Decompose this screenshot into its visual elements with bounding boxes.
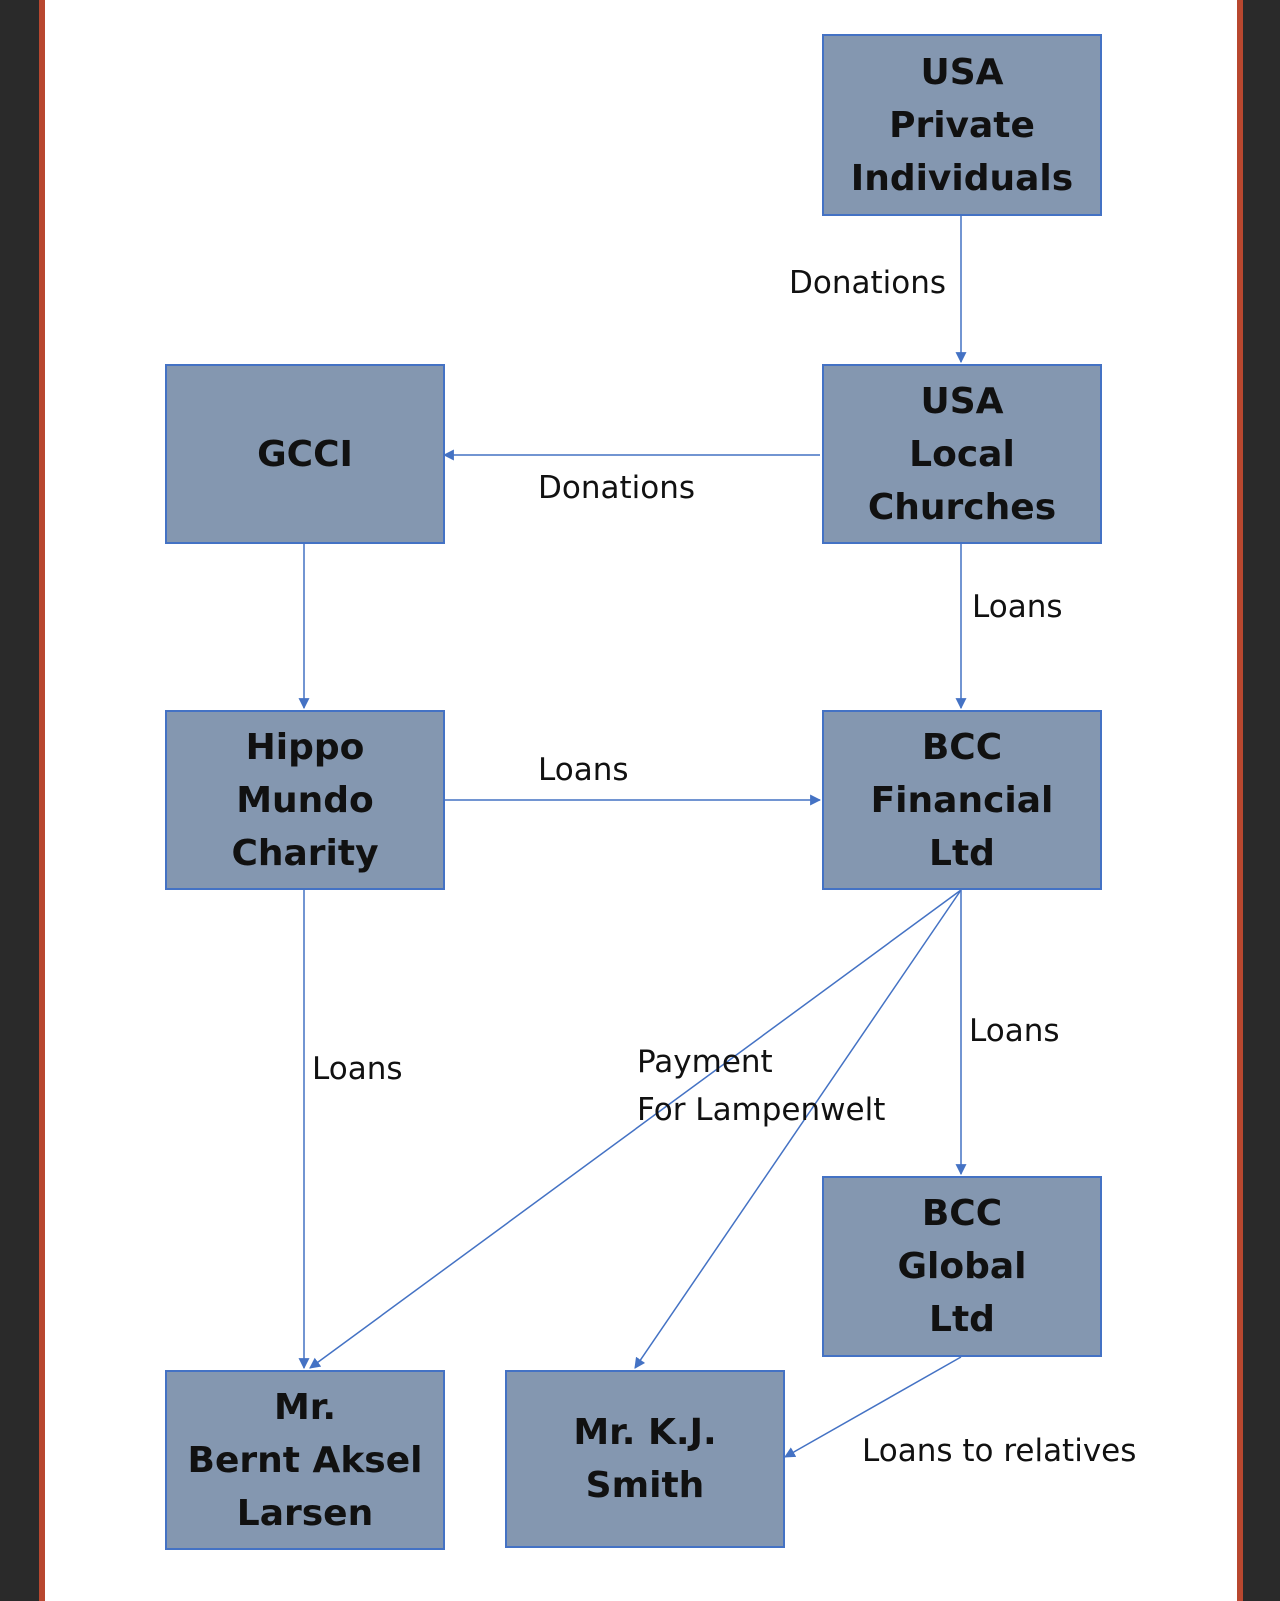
node-label: BCC Global Ltd	[897, 1193, 1027, 1340]
node-bcc-global-ltd: BCC Global Ltd	[822, 1176, 1102, 1357]
node-hippo-mundo-charity: Hippo Mundo Charity	[165, 710, 445, 890]
node-label: USA Local Churches	[867, 380, 1057, 528]
edge-bcc-to-larsen	[309, 889, 962, 1369]
edge-bcc-to-smith	[634, 889, 962, 1369]
edge-global-to-smith	[784, 1356, 962, 1458]
node-label: Hippo Mundo Charity	[231, 726, 379, 874]
edge-label-hippo-to-larsen: Loans	[312, 1051, 403, 1087]
node-label: GCCI	[257, 433, 353, 475]
frame-right-border	[1237, 0, 1243, 1601]
edge-label-bcc-to-global: Loans	[969, 1013, 1060, 1049]
edges-layer	[298, 216, 967, 1458]
edge-label-private-to-churches: Donations	[789, 265, 947, 301]
node-bcc-financial-ltd: BCC Financial Ltd	[822, 710, 1102, 890]
edge-label-hippo-to-bcc: Loans	[538, 752, 629, 788]
node-kj-smith: Mr. K.J. Smith	[505, 1370, 785, 1548]
node-usa-local-churches: USA Local Churches	[822, 364, 1102, 544]
node-label: Mr. Bernt Aksel Larsen	[187, 1386, 423, 1534]
edge-label-global-to-smith: Loans to relatives	[862, 1433, 1137, 1469]
edge-label-churches-to-bcc: Loans	[972, 589, 1063, 625]
frame-left-border	[39, 0, 45, 1601]
edge-label-bcc-to-larsen: Payment For Lampenwelt	[637, 1044, 886, 1128]
node-label: Mr. K.J. Smith	[573, 1412, 717, 1506]
node-label: USA Private Individuals	[850, 51, 1074, 199]
edge-label-churches-to-gcci: Donations	[538, 470, 696, 506]
node-bernt-aksel-larsen: Mr. Bernt Aksel Larsen	[165, 1370, 445, 1550]
node-label: BCC Financial Ltd	[870, 726, 1054, 874]
node-gcci: GCCI	[165, 364, 445, 544]
diagram-canvas: USA Private Individuals USA Local Church…	[45, 0, 1237, 1601]
node-usa-private-individuals: USA Private Individuals	[822, 34, 1102, 216]
